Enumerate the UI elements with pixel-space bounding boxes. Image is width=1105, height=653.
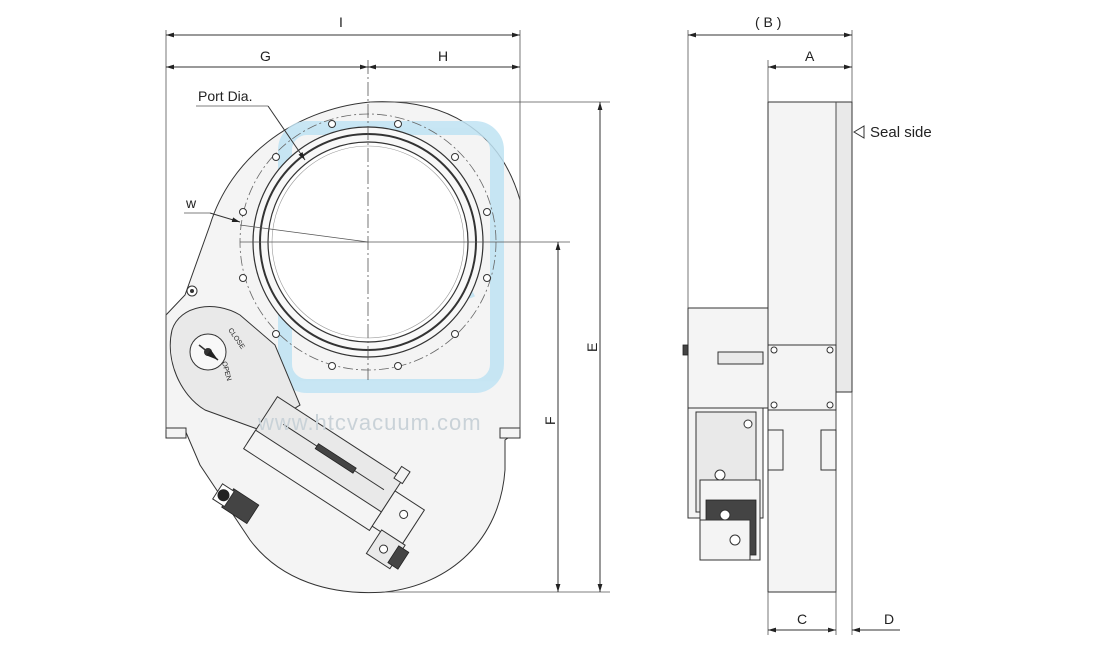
side-view: ( B ) A Seal side C D (682, 14, 932, 635)
seal-side-label: Seal side (870, 124, 932, 141)
port-dia-leader (267, 105, 306, 161)
seal-side-marker (853, 125, 865, 139)
w-leader (209, 212, 241, 223)
side-indicator (717, 351, 764, 365)
dim-A: A (805, 48, 815, 64)
bolt-holes (239, 120, 491, 370)
w-leader-axis (239, 224, 369, 243)
dim-G: G (260, 48, 271, 64)
dim-D: D (884, 611, 894, 627)
port-dia-label: Port Dia. (198, 88, 252, 104)
cable-connector (212, 483, 260, 525)
dim-B: ( B ) (755, 14, 781, 30)
front-foot-left (165, 427, 187, 439)
dim-C: C (797, 611, 807, 627)
side-bonnet (767, 344, 837, 411)
watermark-url: www.htcvacuum.com (257, 410, 482, 435)
dim-H: H (438, 48, 448, 64)
side-foot-right (820, 429, 837, 471)
actuator-rod (314, 443, 357, 474)
side-foot-left (767, 429, 784, 471)
dim-I: I (339, 14, 343, 30)
pneumatic-actuator (242, 395, 426, 570)
w-label: w (185, 195, 197, 211)
front-view: CLOSE OPEN www.htcvacuum.com (165, 14, 610, 594)
fitting (393, 465, 411, 485)
knob-open-label: OPEN (220, 361, 232, 382)
front-foot-right (499, 427, 521, 439)
dim-F: F (542, 416, 558, 425)
dim-E: E (584, 343, 600, 352)
seal-plate (835, 101, 853, 393)
